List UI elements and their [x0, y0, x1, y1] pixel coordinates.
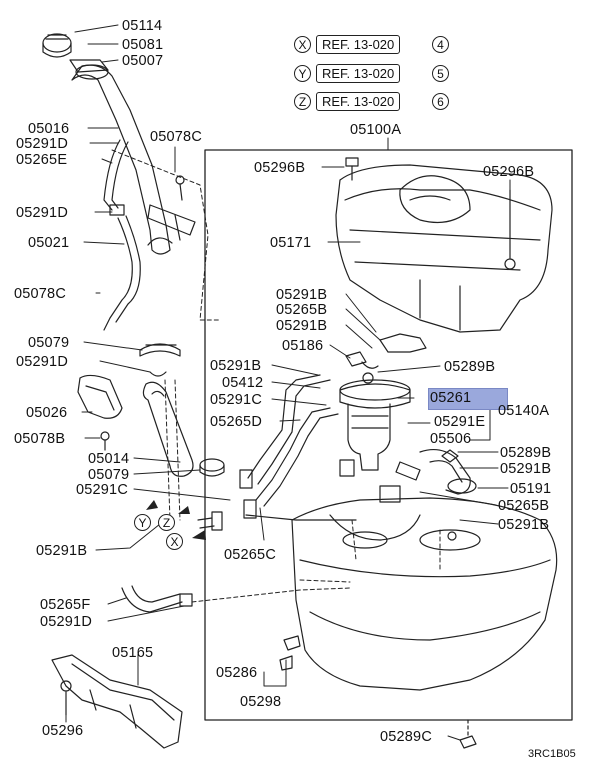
marker-y: Y	[134, 514, 151, 531]
part-label-05291C-right[interactable]: 05291C	[210, 392, 262, 408]
bracket-illustration	[147, 175, 196, 241]
ref-arrows	[146, 500, 206, 540]
upper-tank-illustration	[335, 164, 553, 333]
part-label-05171[interactable]: 05171	[270, 235, 312, 251]
part-label-05265B-lower[interactable]: 05265B	[498, 498, 550, 514]
ref-letter-z: Z	[294, 93, 311, 110]
ref-letter-y: Y	[294, 65, 311, 82]
part-label-05026[interactable]: 05026	[26, 405, 68, 421]
part-label-05291D-bottom[interactable]: 05291D	[40, 614, 92, 630]
part-label-05081[interactable]: 05081	[122, 37, 164, 53]
leader-lines-left	[65, 24, 231, 723]
part-label-05291D-upper[interactable]: 05291D	[16, 136, 68, 152]
part-label-05296B-left[interactable]: 05296B	[254, 160, 306, 176]
part-label-05291B-left[interactable]: 05291B	[36, 543, 88, 559]
fuel-pump-illustration	[339, 379, 411, 503]
vent-valve-illustration	[345, 333, 427, 384]
part-label-05079-lower[interactable]: 05079	[88, 467, 130, 483]
part-label-05291B-a[interactable]: 05291B	[276, 287, 328, 303]
part-label-05165[interactable]: 05165	[112, 645, 154, 661]
part-label-05079-upper[interactable]: 05079	[28, 335, 70, 351]
breather-hose-illustration	[103, 139, 141, 331]
part-label-05291C-left[interactable]: 05291C	[76, 482, 128, 498]
part-label-05412[interactable]: 05412	[222, 375, 264, 391]
part-label-05296B-right[interactable]: 05296B	[483, 164, 535, 180]
marker-z: Z	[158, 514, 175, 531]
bolt-05296B-illustration	[345, 157, 359, 181]
hose-05265F-illustration	[121, 585, 193, 613]
ref-box-x: REF. 13-020	[316, 35, 401, 54]
leader-lines-tank	[259, 137, 511, 741]
part-label-05289B-upper[interactable]: 05289B	[444, 359, 496, 375]
fuel-lines-illustration	[239, 374, 357, 521]
drain-plug-illustration	[459, 719, 477, 749]
part-label-05291B-e[interactable]: 05291B	[498, 517, 550, 533]
highlight-box-05261	[428, 388, 508, 410]
grommet-illustration	[279, 635, 301, 671]
ref-box-z: REF. 13-020	[316, 92, 401, 111]
ref-number-y: 5	[432, 65, 449, 82]
part-label-05291B-d[interactable]: 05291B	[500, 461, 552, 477]
part-label-05014[interactable]: 05014	[88, 451, 130, 467]
part-label-05016[interactable]: 05016	[28, 121, 70, 137]
part-label-05078B[interactable]: 05078B	[14, 431, 66, 447]
tank-assembly-frame	[204, 149, 573, 721]
right-hose-illustration	[395, 448, 477, 495]
part-label-05265E[interactable]: 05265E	[16, 152, 68, 168]
part-label-05296[interactable]: 05296	[42, 723, 84, 739]
ref-number-x: 4	[432, 36, 449, 53]
part-label-05007[interactable]: 05007	[122, 53, 164, 69]
part-label-05289C[interactable]: 05289C	[380, 729, 432, 745]
ref-letter-x: X	[294, 36, 311, 53]
part-label-05021[interactable]: 05021	[28, 235, 70, 251]
part-label-05078C-lower[interactable]: 05078C	[14, 286, 66, 302]
clamp-05079-illustration	[139, 343, 181, 377]
part-label-05289B-lower[interactable]: 05289B	[500, 445, 552, 461]
part-label-05265B-upper[interactable]: 05265B	[276, 302, 328, 318]
part-label-05186[interactable]: 05186	[282, 338, 324, 354]
filler-hose-illustration	[142, 381, 225, 477]
part-label-05298[interactable]: 05298	[240, 694, 282, 710]
part-label-05078C-upper[interactable]: 05078C	[150, 129, 202, 145]
diagram-code: 3RC1B05	[528, 748, 576, 760]
part-label-05114[interactable]: 05114	[122, 18, 163, 34]
ref-number-z: 6	[432, 93, 449, 110]
part-label-05140A[interactable]: 05140A	[498, 403, 550, 419]
part-label-05291D-lower[interactable]: 05291D	[16, 354, 68, 370]
splash-guard-illustration	[77, 374, 123, 451]
part-label-05100A[interactable]: 05100A	[350, 122, 402, 138]
small-pipe-illustration	[197, 511, 223, 531]
marker-x: X	[166, 533, 183, 550]
filler-cap-illustration	[42, 33, 72, 58]
ref-box-y: REF. 13-020	[316, 64, 401, 83]
part-label-05191[interactable]: 05191	[510, 481, 552, 497]
part-label-05291B-c[interactable]: 05291B	[210, 358, 262, 374]
part-label-05265F[interactable]: 05265F	[40, 597, 91, 613]
part-label-05506[interactable]: 05506	[430, 431, 472, 447]
part-label-05291B-b[interactable]: 05291B	[276, 318, 328, 334]
part-label-05291D-mid[interactable]: 05291D	[16, 205, 68, 221]
dashed-leader-lines	[111, 149, 221, 521]
part-label-05291E[interactable]: 05291E	[434, 414, 486, 430]
part-label-05265D[interactable]: 05265D	[210, 414, 262, 430]
part-label-05265C[interactable]: 05265C	[224, 547, 276, 563]
part-label-05261[interactable]: 05261	[430, 390, 472, 406]
bolt-05296-illustration	[60, 680, 72, 716]
heat-protector-illustration	[51, 654, 183, 749]
lower-tank-illustration	[291, 497, 558, 691]
part-label-05286[interactable]: 05286	[216, 665, 258, 681]
dashed-leaders-tank	[191, 519, 441, 603]
filler-neck-illustration	[69, 59, 173, 255]
